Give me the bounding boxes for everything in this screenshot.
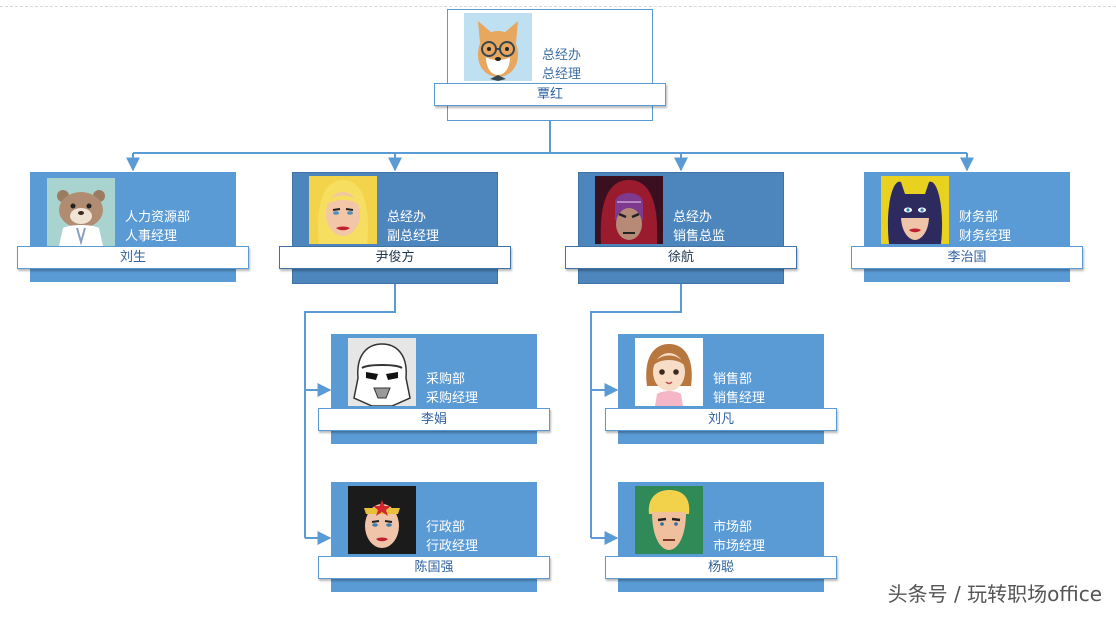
helmet-villain-avatar-icon [595,176,663,244]
watermark-text: 头条号 / 玩转职场office [887,582,1102,606]
node-card-hr[interactable]: 人力资源部 人事经理 刘生 [17,172,249,282]
node-position: 销售总监 [673,229,726,244]
node-title-block: 人力资源部 人事经理 [125,208,190,246]
node-dept: 市场部 [713,520,753,535]
node-position: 销售经理 [713,391,766,406]
node-position: 人事经理 [125,229,178,244]
node-card-marketing[interactable]: 市场部 市场经理 杨聪 [605,482,837,592]
node-title-block: 市场部 市场经理 [713,518,765,556]
node-name-band: 陈国强 [318,556,550,579]
node-card-admin[interactable]: 行政部 行政经理 陈国强 [318,482,550,592]
blond-hero-avatar-icon [635,486,703,554]
node-name-band: 李娟 [318,408,550,431]
node-name-band: 尹俊方 [279,246,511,269]
node-position: 财务经理 [959,229,1012,244]
node-position: 副总经理 [387,229,440,244]
node-dept: 采购部 [426,372,466,387]
connector-vp-spine [304,284,396,538]
connector-sales-director-spine [590,284,682,538]
node-card-sales-director[interactable]: 总经办 销售总监 徐航 [565,172,797,284]
blonde-woman-avatar-icon [309,176,377,244]
node-position: 行政经理 [426,539,479,554]
node-dept: 人力资源部 [125,210,191,225]
tiara-heroine-avatar-icon [348,486,416,554]
node-title-block: 总经办 副总经理 [387,208,439,246]
node-title-block: 总经办 总经理 [542,46,581,84]
node-name-band: 李治国 [851,246,1083,269]
node-dept: 总经办 [673,210,713,225]
node-name-band: 刘凡 [605,408,837,431]
node-dept: 总经办 [542,48,582,63]
node-title-block: 行政部 行政经理 [426,518,478,556]
node-card-root[interactable]: 总经办 总经理 覃红 [434,9,666,121]
node-dept: 行政部 [426,520,466,535]
otter-avatar-icon [47,178,115,246]
top-dashed-border [0,6,1116,7]
node-name-band: 徐航 [565,246,797,269]
node-name-band: 杨聪 [605,556,837,579]
node-card-sales[interactable]: 销售部 销售经理 刘凡 [605,334,837,444]
node-position: 市场经理 [713,539,766,554]
node-card-finance[interactable]: 财务部 财务经理 李治国 [851,172,1083,282]
node-title-block: 采购部 采购经理 [426,370,478,408]
node-card-vp[interactable]: 总经办 副总经理 尹俊方 [279,172,511,284]
node-title-block: 总经办 销售总监 [673,208,725,246]
node-name-band: 刘生 [17,246,249,269]
stormtrooper-avatar-icon [348,338,416,406]
node-name-band: 覃红 [434,83,666,106]
shiba-dog-avatar-icon [464,13,532,81]
node-title-block: 财务部 财务经理 [959,208,1011,246]
node-title-block: 销售部 销售经理 [713,370,765,408]
node-position: 总经理 [542,67,582,82]
node-card-purchasing[interactable]: 采购部 采购经理 李娟 [318,334,550,444]
node-position: 采购经理 [426,391,479,406]
node-dept: 财务部 [959,210,999,225]
girl-avatar-icon [635,338,703,406]
node-dept: 总经办 [387,210,427,225]
masked-heroine-avatar-icon [881,176,949,244]
node-dept: 销售部 [713,372,753,387]
